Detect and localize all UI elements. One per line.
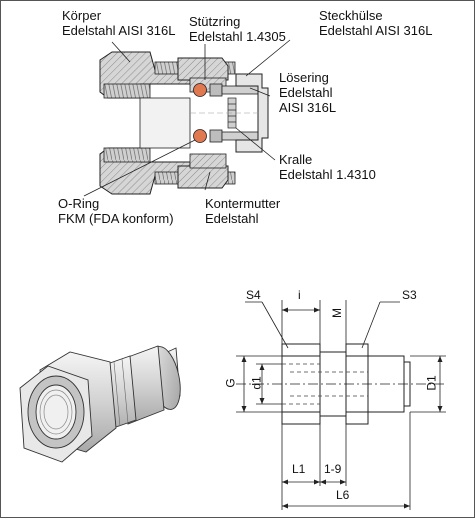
callout-oring-line1: O-Ring: [58, 196, 100, 211]
dim-l6: L6: [336, 488, 350, 502]
callout-steckhuelse: Steckhülse Edelstahl AISI 316L: [319, 8, 432, 38]
callout-stuetzring-line1: Stützring: [189, 14, 241, 29]
bore: [139, 97, 191, 149]
dim-s4: S4: [246, 288, 261, 302]
callout-loesering-line1: Lösering: [279, 70, 329, 85]
dim-range: 1-9: [324, 462, 342, 476]
internal-thread-upper: [103, 83, 151, 99]
dim-i: i: [298, 288, 301, 302]
dim-d1: d1: [249, 376, 264, 390]
callout-loesering: Lösering Edelstahl AISI 316L: [279, 70, 336, 115]
counter-nut-upper: [177, 57, 229, 81]
callout-stuetzring-line2: Edelstahl 1.4305: [189, 29, 286, 44]
counter-nut-lower: [177, 165, 229, 189]
isometric-fitting: [19, 345, 181, 463]
callout-steckhuelse-line2: Edelstahl AISI 316L: [319, 23, 433, 38]
oring-lower: [193, 129, 207, 143]
callout-kontermutter: Kontermutter Edelstahl: [205, 196, 280, 226]
callout-koerper-line1: Körper: [62, 8, 102, 23]
inner-body-lower: [189, 153, 227, 169]
dim-l1: L1: [292, 462, 306, 476]
callout-kralle-line1: Kralle: [279, 152, 313, 167]
leader-lines: [83, 39, 291, 197]
dim-s3: S3: [402, 288, 417, 302]
callout-kontermutter-line2: Edelstahl: [205, 211, 259, 226]
release-ring: [235, 73, 269, 153]
callout-kralle-line2: Edelstahl 1.4310: [279, 167, 376, 182]
callout-oring: O-Ring FKM (FDA konform): [58, 196, 174, 226]
oring-upper: [193, 83, 207, 97]
internal-thread-lower: [103, 147, 151, 163]
callout-steckhuelse-line1: Steckhülse: [319, 8, 383, 23]
dim-m: M: [330, 308, 344, 318]
callout-koerper: Körper Edelstahl AISI 316L: [62, 8, 175, 38]
callout-kontermutter-line1: Kontermutter: [205, 196, 281, 211]
hidden-lines: [282, 363, 368, 405]
callout-loesering-line2: Edelstahl: [279, 85, 333, 100]
callout-stuetzring: Stützring Edelstahl 1.4305: [189, 14, 286, 44]
callout-loesering-line3: AISI 316L: [279, 100, 337, 115]
dim-d1-outer: D1: [424, 375, 439, 391]
callout-koerper-line2: Edelstahl AISI 316L: [62, 23, 176, 38]
dimension-lines: [236, 300, 446, 510]
dim-g: G: [223, 378, 238, 388]
callout-oring-line2: FKM (FDA konform): [58, 211, 174, 226]
arrowheads: [241, 307, 443, 509]
callout-kralle: Kralle Edelstahl 1.4310: [279, 152, 376, 182]
